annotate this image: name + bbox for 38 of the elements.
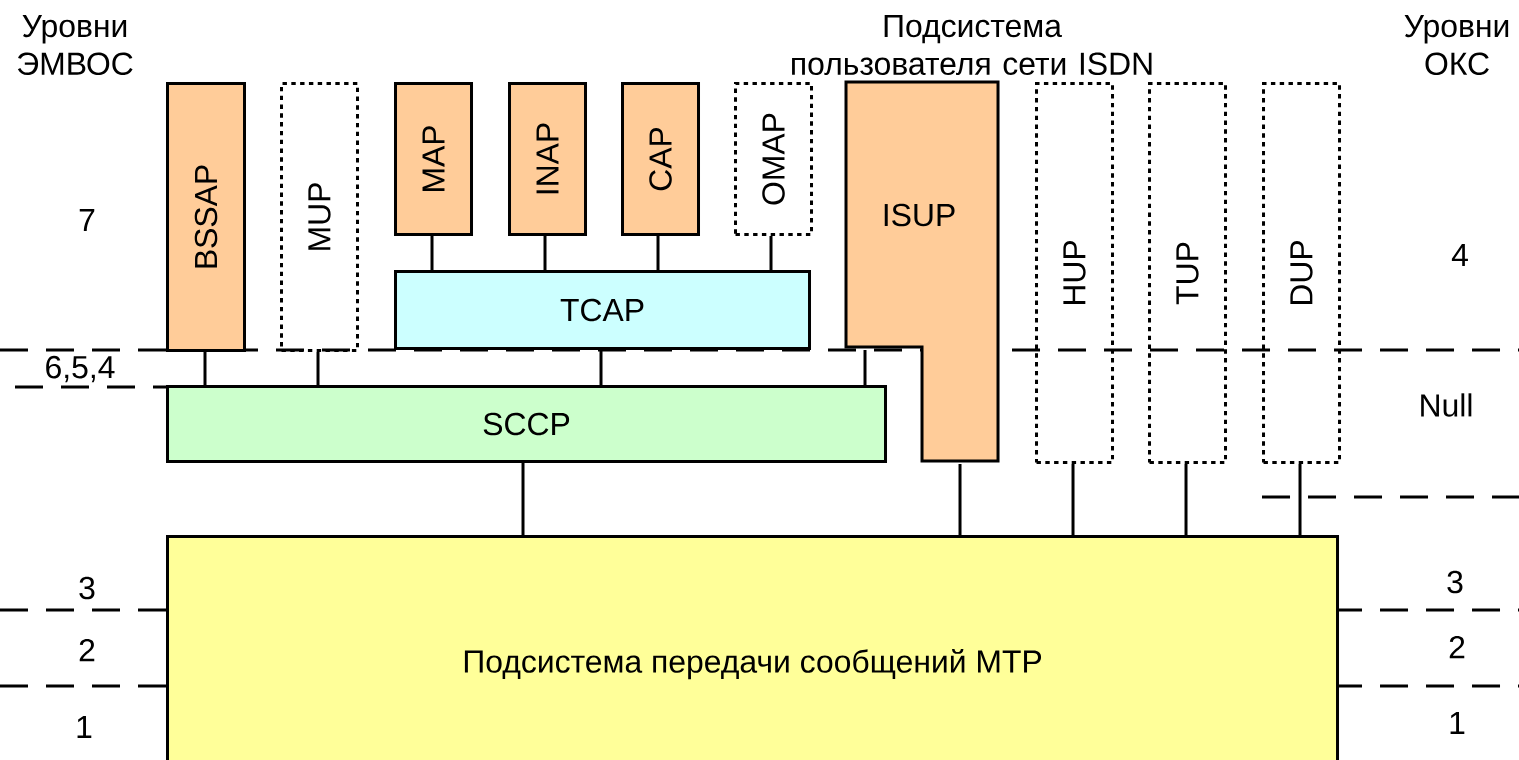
level-label: 1	[1450, 712, 1465, 734]
level-label: 3	[1447, 570, 1463, 594]
protocol-box: SCCP	[166, 385, 887, 463]
level-label: 2	[1449, 635, 1465, 659]
connector-line	[958, 464, 962, 535]
level-label: 6,5,4	[46, 355, 115, 383]
level-label: Null	[1421, 393, 1472, 417]
level-label: 7	[79, 209, 95, 231]
connector-line	[430, 236, 434, 270]
protocol-box: TCAP	[394, 270, 811, 350]
level-label: 1	[77, 716, 92, 738]
connector-line	[1071, 464, 1075, 535]
connector-line	[543, 236, 547, 270]
level-label: 3	[79, 576, 95, 600]
optional-protocol-box: OMAP	[734, 82, 813, 236]
optional-protocol-box: MUP	[280, 82, 359, 352]
connector-line	[599, 350, 603, 385]
group-heading: Подсистема пользователя сети ISDN	[792, 14, 1152, 76]
connector-line	[863, 350, 867, 385]
connector-line	[769, 236, 773, 270]
protocol-box: CAP	[621, 82, 700, 236]
connector-line	[656, 236, 660, 270]
protocol-box: MAP	[394, 82, 473, 236]
level-label: Уровни ЭМВОС	[17, 14, 133, 76]
mtp-block: Подсистема передачи сообщений MTP	[166, 535, 1339, 760]
isup-block: ISUP	[844, 80, 1000, 463]
connector-line	[1298, 464, 1302, 535]
optional-protocol-box: DUP	[1262, 82, 1341, 464]
connector-line	[521, 463, 525, 535]
optional-protocol-box: TUP	[1148, 82, 1227, 464]
connector-line	[1184, 464, 1188, 535]
level-label: 2	[79, 638, 95, 662]
connector-line	[203, 352, 207, 385]
level-label: 4	[1451, 244, 1468, 266]
protocol-box: INAP	[508, 82, 587, 236]
protocol-box: BSSAP	[166, 82, 246, 352]
level-label: Уровни ОКС	[1404, 14, 1509, 76]
connector-line	[316, 352, 320, 385]
